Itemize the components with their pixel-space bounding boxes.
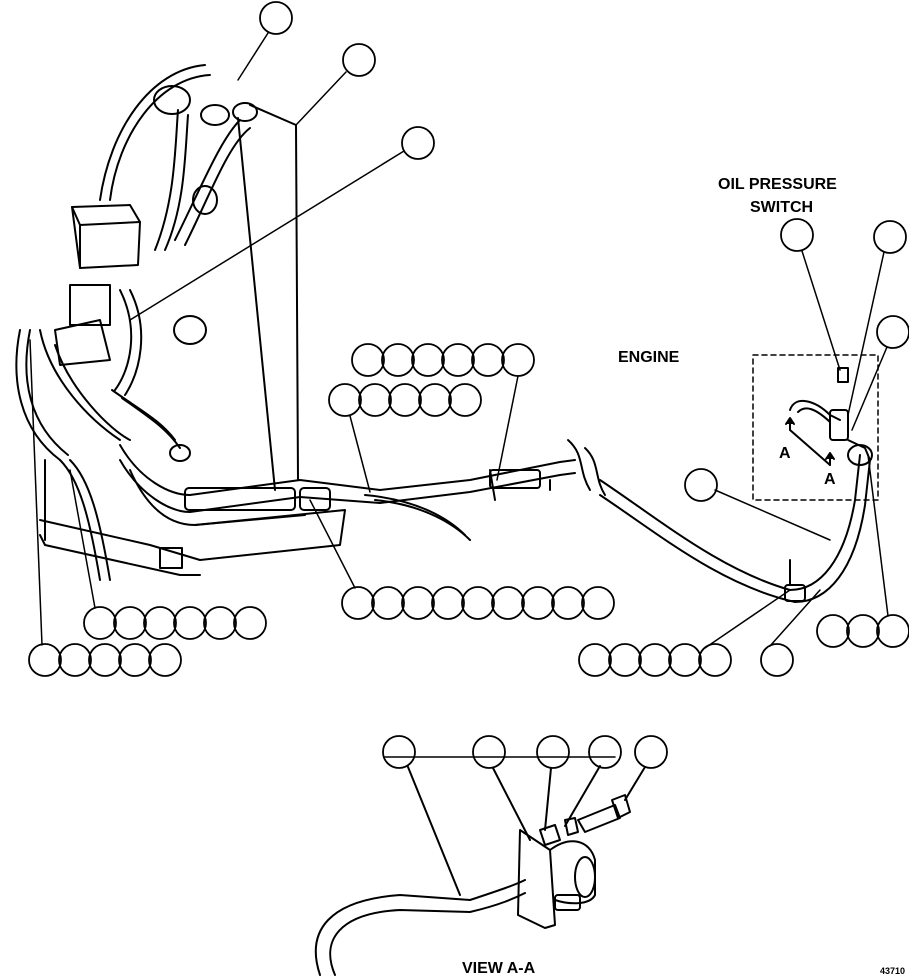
oil-pressure-switch <box>789 367 871 461</box>
harness-left-bundle <box>15 329 201 581</box>
leader-lines <box>29 32 889 758</box>
oil-pressure-label-line1: OIL PRESSURE <box>718 176 837 193</box>
engine-label: ENGINE <box>618 349 680 366</box>
oil-pressure-label-line2: SWITCH <box>750 199 814 216</box>
section-a-right-label: A <box>824 471 836 488</box>
control-box <box>54 204 141 366</box>
section-arrows <box>785 417 835 466</box>
section-a-left-label: A <box>779 445 791 462</box>
harness-to-engine <box>599 444 873 603</box>
figure-number: 43710 <box>880 966 906 976</box>
view-a-a-detail <box>314 765 646 976</box>
break-lines <box>567 439 606 496</box>
engine-detail-box <box>752 354 879 501</box>
hydraulic-hoses-upper <box>99 64 251 462</box>
callout-balloons <box>28 1 909 769</box>
view-a-a-title: VIEW A-A <box>462 960 536 977</box>
main-wire-harness <box>119 444 576 561</box>
